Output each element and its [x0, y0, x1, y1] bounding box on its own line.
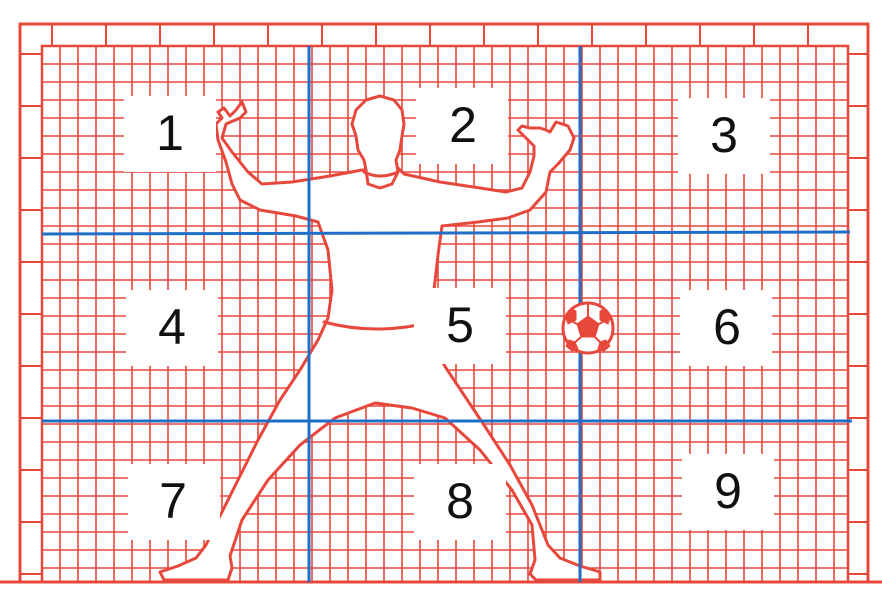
zone-3-label: 3 — [710, 107, 738, 163]
zone-3: 3 — [678, 98, 770, 174]
zone-5-label: 5 — [446, 297, 474, 353]
zone-1: 1 — [124, 96, 216, 172]
goalkeeper-head — [350, 94, 406, 190]
soccer-ball-icon — [561, 301, 615, 355]
zone-5: 5 — [414, 288, 506, 364]
zone-7-label: 7 — [159, 473, 187, 529]
zone-9-label: 9 — [714, 463, 742, 519]
goalkeeper-collar — [362, 170, 400, 178]
goalkeeper-body — [158, 100, 602, 582]
zone-4-label: 4 — [158, 299, 186, 355]
zone-6-label: 6 — [713, 299, 741, 355]
zone-labels: 1 2 3 4 5 6 7 — [124, 88, 774, 540]
zone-8: 8 — [414, 464, 506, 540]
zone-9: 9 — [682, 454, 774, 530]
zone-1-label: 1 — [156, 105, 184, 161]
zone-dividers — [41, 46, 852, 582]
zone-4: 4 — [126, 290, 218, 366]
zone-2-label: 2 — [449, 97, 477, 153]
divider-horizontal-top — [41, 230, 851, 236]
goal-frame — [0, 22, 882, 584]
zone-8-label: 8 — [446, 473, 474, 529]
zone-7: 7 — [128, 464, 220, 540]
zone-6: 6 — [680, 290, 772, 366]
zone-2: 2 — [416, 88, 508, 164]
goalkeeper-silhouette — [158, 94, 602, 582]
